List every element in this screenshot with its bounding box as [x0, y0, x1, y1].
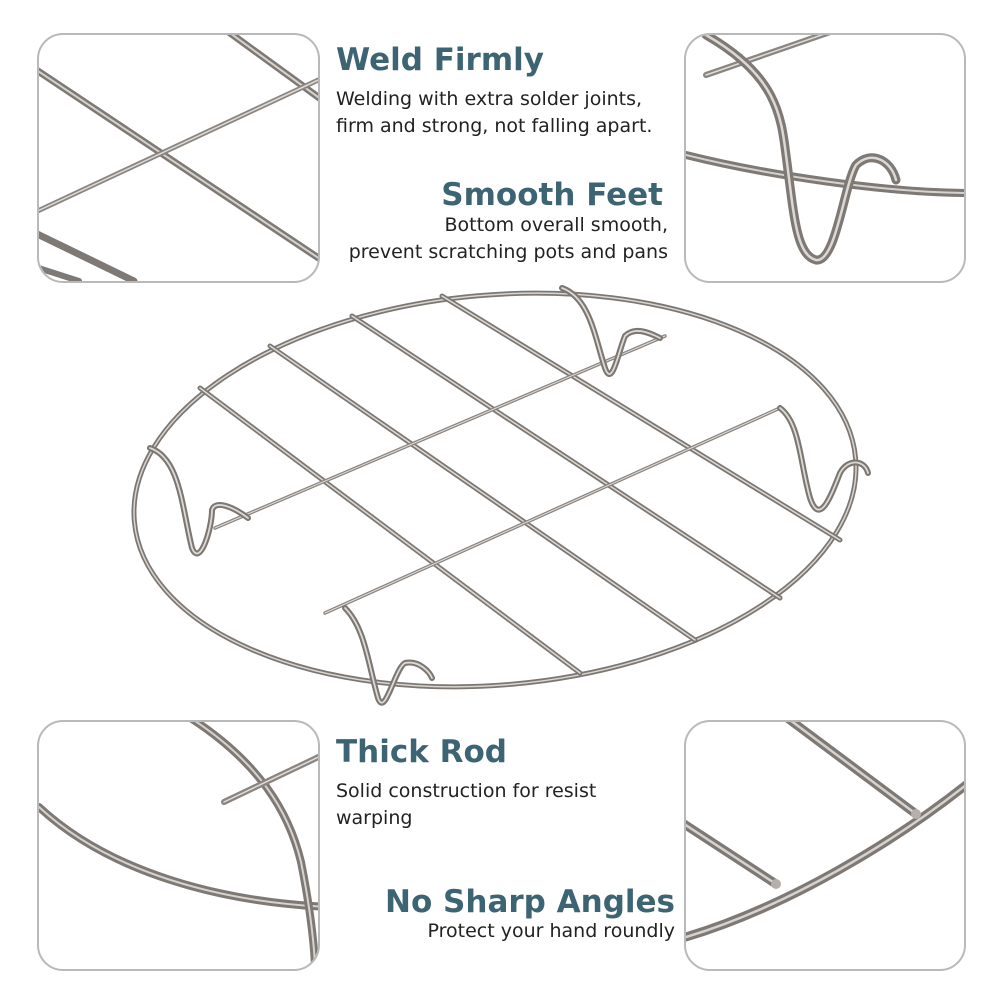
feet-line-1: Bottom overall smooth, — [444, 214, 668, 236]
rim-closeup-image — [39, 722, 318, 969]
weld-line-2: firm and strong, not falling apart. — [336, 115, 653, 137]
angles-line-1: Protect your hand roundly — [427, 920, 676, 942]
weld-line-1: Welding with extra solder joints, — [336, 88, 643, 110]
weld-firmly-description: Welding with extra solder joints, firm a… — [336, 86, 652, 140]
feet-line-2: prevent scratching pots and pans — [348, 241, 668, 263]
smooth-feet-description: Bottom overall smooth, prevent scratchin… — [349, 212, 668, 266]
product-rack-image — [131, 285, 871, 706]
thick-rod-title: Thick Rod — [336, 734, 507, 770]
rod-ends-closeup-image — [686, 722, 964, 942]
rod-line-2: warping — [336, 807, 413, 829]
no-sharp-angles-title: No Sharp Angles — [385, 884, 675, 920]
no-sharp-angles-description: Protect your hand roundly — [428, 918, 676, 945]
rod-line-1: Solid construction for resist — [336, 780, 597, 802]
weld-closeup-image — [39, 35, 318, 281]
weld-firmly-title: Weld Firmly — [336, 42, 544, 78]
foot-closeup-image — [686, 35, 964, 265]
smooth-feet-title: Smooth Feet — [441, 177, 663, 213]
thick-rod-description: Solid construction for resist warping — [336, 778, 596, 832]
foot-closeup-panel — [684, 33, 966, 283]
rod-ends-closeup-panel — [684, 720, 966, 971]
rim-closeup-panel — [37, 720, 320, 971]
weld-closeup-panel — [37, 33, 320, 283]
